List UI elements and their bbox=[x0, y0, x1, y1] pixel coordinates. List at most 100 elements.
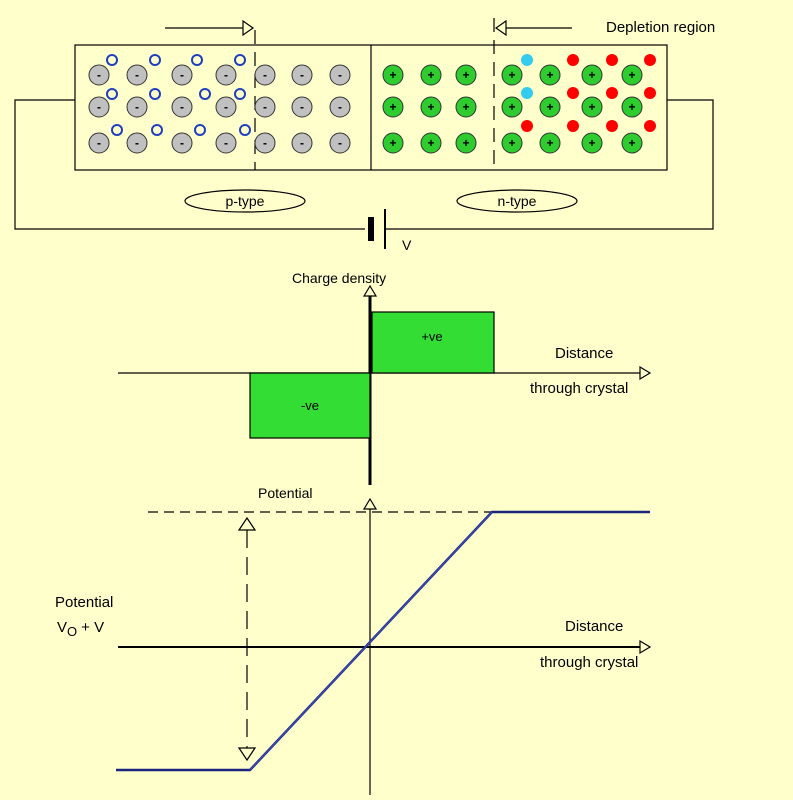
right-boundary-arrow-icon bbox=[494, 19, 507, 37]
donor-ion-sign: + bbox=[588, 100, 595, 114]
acceptor-ion bbox=[171, 64, 193, 86]
acceptor-ion-sign: - bbox=[263, 68, 267, 82]
potential-x-title-2: through crystal bbox=[540, 654, 638, 671]
donor-ion bbox=[581, 132, 603, 154]
donor-ion-sign: + bbox=[628, 68, 635, 82]
acceptor-ion-sign: - bbox=[300, 136, 304, 150]
donor-ion bbox=[539, 64, 561, 86]
charge-y-arrow-icon bbox=[362, 284, 378, 297]
acceptor-ion bbox=[329, 132, 351, 154]
hole-carrier bbox=[234, 88, 246, 100]
donor-ion bbox=[420, 64, 442, 86]
acceptor-ion bbox=[291, 132, 313, 154]
crystal-diagram: Depletion region -------+++++++-------++… bbox=[14, 18, 715, 253]
acceptor-ion bbox=[254, 64, 276, 86]
potential-curve bbox=[116, 510, 650, 772]
acceptor-ion-sign: - bbox=[338, 136, 342, 150]
donor-ion-sign: + bbox=[508, 136, 515, 150]
acceptor-ion bbox=[291, 64, 313, 86]
acceptor-ion bbox=[254, 132, 276, 154]
donor-ion-sign: + bbox=[628, 136, 635, 150]
donor-ion bbox=[501, 64, 523, 86]
n-type-label: n-type bbox=[498, 193, 537, 209]
donor-ion-sign: + bbox=[546, 68, 553, 82]
acceptor-ion bbox=[126, 132, 148, 154]
donor-ion-sign: + bbox=[628, 100, 635, 114]
electron-carrier bbox=[567, 120, 579, 132]
acceptor-ion bbox=[126, 96, 148, 118]
acceptor-ion-sign: - bbox=[180, 100, 184, 114]
donor-ion bbox=[501, 132, 523, 154]
electron-carrier bbox=[644, 87, 656, 99]
left-boundary-arrow-icon bbox=[242, 19, 255, 37]
acceptor-ion bbox=[329, 96, 351, 118]
hole-carrier bbox=[111, 124, 123, 136]
donor-ion-sign: + bbox=[389, 136, 396, 150]
donor-ion-sign: + bbox=[508, 68, 515, 82]
acceptor-ion-sign: - bbox=[180, 136, 184, 150]
potential-x-arrow-icon bbox=[639, 639, 652, 655]
donor-ion bbox=[539, 96, 561, 118]
acceptor-ion bbox=[171, 132, 193, 154]
donor-ion bbox=[382, 132, 404, 154]
battery-icon bbox=[368, 217, 374, 241]
charge-x-arrow-icon bbox=[639, 365, 652, 381]
donor-ion bbox=[455, 132, 477, 154]
charge-x-title-1: Distance bbox=[555, 345, 613, 362]
donor-ion-sign: + bbox=[588, 136, 595, 150]
positive-charge-box bbox=[371, 311, 495, 374]
hole-carrier bbox=[191, 54, 203, 66]
donor-ion bbox=[621, 64, 643, 86]
donor-ion bbox=[382, 64, 404, 86]
donor-ion-sign: + bbox=[427, 100, 434, 114]
hole-carrier bbox=[239, 124, 251, 136]
electron-carrier bbox=[521, 120, 533, 132]
acceptor-ion-sign: - bbox=[135, 68, 139, 82]
acceptor-ion-sign: - bbox=[180, 68, 184, 82]
electron-carrier-edge bbox=[521, 87, 533, 99]
battery-voltage-label: V bbox=[402, 237, 412, 253]
p-type-label: p-type bbox=[226, 193, 265, 209]
potential-arrow-up-icon bbox=[237, 516, 257, 531]
v0-symbol: V bbox=[57, 619, 67, 636]
potential-y-arrow-icon bbox=[362, 497, 378, 510]
donor-ion-sign: + bbox=[427, 68, 434, 82]
donor-ion bbox=[420, 96, 442, 118]
acceptor-ion bbox=[215, 64, 237, 86]
acceptor-ion bbox=[215, 96, 237, 118]
acceptor-ion-sign: - bbox=[97, 100, 101, 114]
donor-ion bbox=[455, 64, 477, 86]
charge-x-title-2: through crystal bbox=[530, 380, 628, 397]
ion-lattice: -------+++++++-------+++++++-------+++++… bbox=[88, 54, 656, 154]
charge-density-plot: Charge density Distance through crystal … bbox=[118, 270, 652, 485]
electron-carrier bbox=[606, 120, 618, 132]
hole-carrier bbox=[194, 124, 206, 136]
v0-subscript: O bbox=[67, 624, 77, 639]
p-type-ellipse bbox=[184, 189, 306, 213]
acceptor-ion-sign: - bbox=[300, 68, 304, 82]
acceptor-ion-sign: - bbox=[300, 100, 304, 114]
potential-x-title-1: Distance bbox=[565, 618, 623, 635]
donor-ion bbox=[455, 96, 477, 118]
donor-ion bbox=[539, 132, 561, 154]
acceptor-ion bbox=[215, 132, 237, 154]
donor-ion-sign: + bbox=[588, 68, 595, 82]
electron-carrier-edge bbox=[521, 54, 533, 66]
hole-carrier bbox=[199, 88, 211, 100]
v0-rest: + V bbox=[81, 619, 104, 636]
acceptor-ion bbox=[88, 132, 110, 154]
donor-ion-sign: + bbox=[508, 100, 515, 114]
electron-carrier bbox=[644, 54, 656, 66]
acceptor-ion-sign: - bbox=[135, 136, 139, 150]
electron-carrier bbox=[644, 120, 656, 132]
donor-ion-sign: + bbox=[546, 136, 553, 150]
acceptor-ion-sign: - bbox=[263, 136, 267, 150]
acceptor-ion bbox=[88, 96, 110, 118]
acceptor-ion-sign: - bbox=[224, 136, 228, 150]
donor-ion bbox=[581, 96, 603, 118]
circuit-wire-right bbox=[385, 99, 714, 230]
donor-ion bbox=[501, 96, 523, 118]
donor-ion bbox=[621, 96, 643, 118]
hole-carrier bbox=[234, 54, 246, 66]
